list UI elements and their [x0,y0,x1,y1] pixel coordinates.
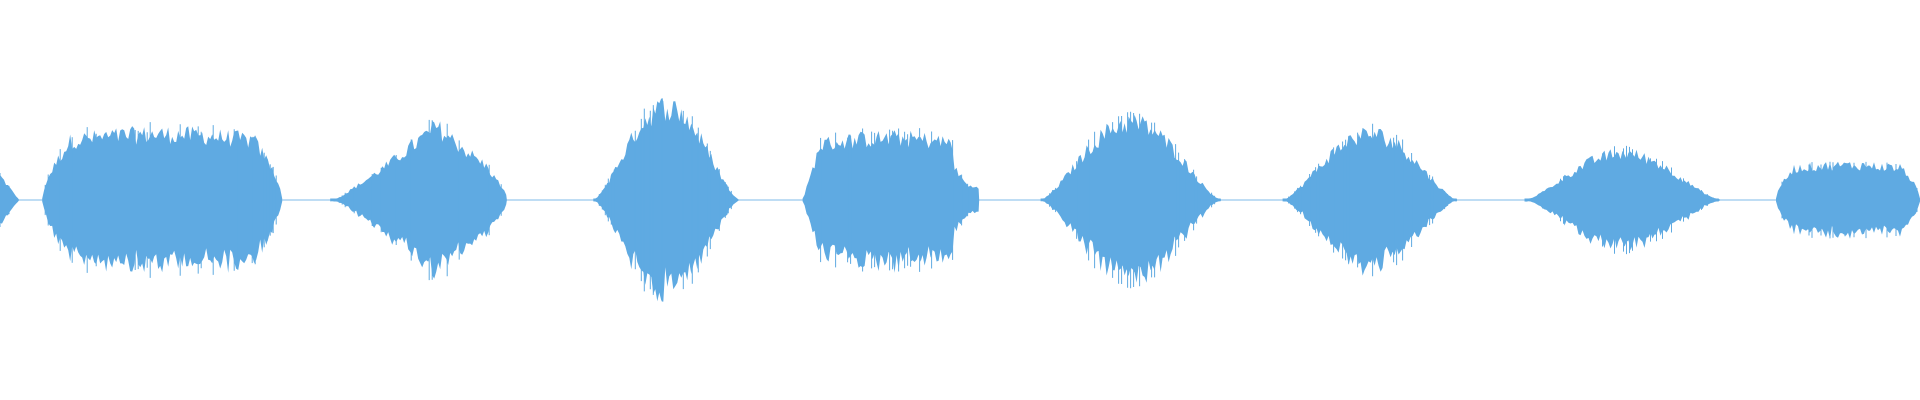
waveform-segment-4 [593,98,740,302]
waveform-segment-3 [330,121,507,279]
waveform-segment-7 [1282,127,1458,276]
waveform-segments [0,98,1920,302]
waveform-segment-2 [42,126,283,273]
waveform-segment-5 [802,130,980,273]
waveform-segment-8 [1524,149,1721,251]
waveform-segment-1 [0,174,20,224]
waveform-segment-9 [1776,161,1920,239]
